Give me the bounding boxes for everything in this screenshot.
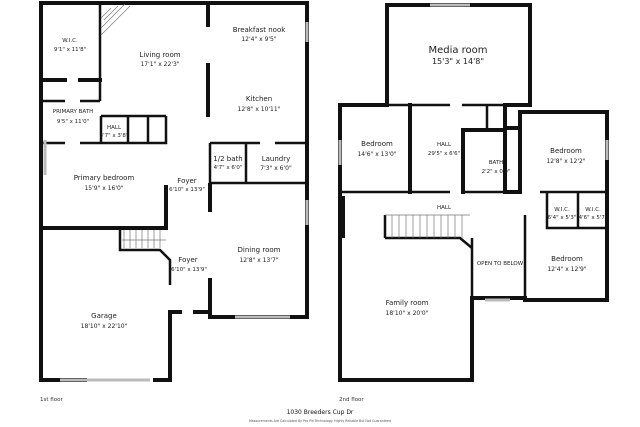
room-name-bedroom-bottom: Bedroom: [551, 255, 583, 263]
room-name-bedroom-left: Bedroom: [361, 140, 393, 148]
room-dims-family: 18'10" x 20'0": [386, 310, 429, 317]
room-dims-hall: 3'7" x 3'8": [100, 133, 129, 139]
room-name-bath: BATH: [489, 160, 504, 166]
room-name-laundry: Laundry: [262, 155, 291, 163]
room-name-hall-upper: HALL: [437, 142, 452, 148]
room-name-open-to-below: OPEN TO BELOW: [477, 261, 524, 267]
room-dims-hall-upper: 29'5" x 6'6": [428, 151, 460, 157]
room-dims-foyer-lower: 6'10" x 13'9": [171, 267, 207, 273]
room-dims-laundry: 7'3" x 6'0": [260, 165, 292, 172]
room-dims-wic: 9'1" x 11'8": [54, 47, 86, 53]
room-name-foyer: Foyer: [177, 177, 197, 185]
room-name-primary-bedroom: Primary bedroom: [74, 174, 135, 182]
room-name-hall-lower: HALL: [437, 205, 452, 211]
room-dims-kitchen: 12'8" x 10'11": [238, 106, 281, 113]
room-dims-dining: 12'8" x 13'7": [239, 257, 278, 264]
room-dims-primary-bath: 9'5" x 11'0": [57, 119, 89, 125]
second-floor-labels: Media room 15'3" x 14'8" Bedroom 14'6" x…: [339, 45, 607, 403]
room-name-wic2: W.I.C.: [585, 207, 601, 213]
room-name-bedroom-right: Bedroom: [550, 147, 582, 155]
room-name-living: Living room: [139, 51, 180, 59]
room-dims-bedroom-left: 14'6" x 13'0": [357, 151, 396, 158]
room-name-primary-bath: PRIMARY BATH: [53, 109, 93, 115]
second-floor-stairs: [385, 214, 470, 238]
room-name-wic1: W.I.C.: [554, 207, 570, 213]
room-name-foyer-lower: Foyer: [178, 256, 198, 264]
room-dims-primary-bedroom: 15'9" x 16'0": [84, 185, 123, 192]
room-name-dining: Dining room: [238, 246, 281, 254]
room-dims-wic1: 6'4" x 5'3": [548, 215, 577, 221]
room-dims-bedroom-bottom: 12'4" x 12'9": [547, 266, 586, 273]
first-floor-stairs: [100, 3, 166, 248]
room-dims-wic2: 4'6" x 5'7": [579, 215, 608, 221]
room-dims-half-bath: 4'7" x 6'0": [214, 165, 243, 171]
room-name-kitchen: Kitchen: [246, 95, 272, 103]
room-dims-living: 17'1" x 22'3": [140, 61, 179, 68]
footer: 1030 Breeders Cup Dr Measurements Are Ca…: [249, 409, 391, 423]
room-name-family: Family room: [386, 299, 429, 307]
room-dims-media: 15'3" x 14'8": [432, 57, 484, 66]
disclaimer: Measurements Are Calculated By Pro Pix T…: [249, 419, 391, 423]
first-floor-walls: [39, 1, 309, 382]
first-floor-labels: W.I.C. 9'1" x 11'8" Living room 17'1" x …: [40, 26, 292, 403]
room-name-media: Media room: [428, 45, 487, 56]
room-name-garage: Garage: [91, 312, 117, 320]
room-dims-bedroom-right: 12'8" x 12'2": [546, 158, 585, 165]
room-name-breakfast: Breakfast nook: [233, 26, 287, 34]
room-dims-breakfast: 12'4" x 9'5": [241, 36, 277, 43]
floor-label-1st: 1st floor: [40, 397, 63, 403]
room-dims-foyer: 6'10" x 13'9": [169, 187, 205, 193]
room-name-hall: HALL: [107, 125, 122, 131]
second-floor-walls: [338, 3, 609, 382]
room-dims-garage: 18'10" x 22'10": [81, 323, 128, 330]
floor-label-2nd: 2nd floor: [339, 397, 364, 403]
address: 1030 Breeders Cup Dr: [287, 409, 354, 416]
room-dims-bath: 2'2" x 0'9": [482, 169, 511, 175]
room-name-wic: W.I.C.: [62, 38, 78, 44]
room-name-half-bath: 1/2 bath: [213, 155, 242, 163]
